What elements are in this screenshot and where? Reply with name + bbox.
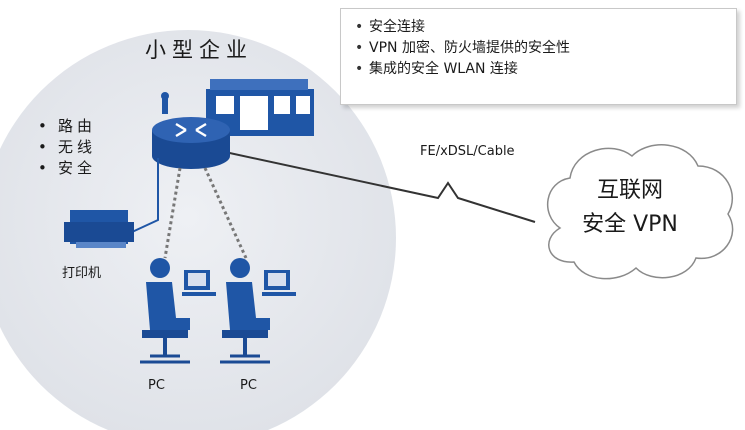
cloud-icon — [546, 144, 734, 280]
pc-label-1: PC — [148, 378, 165, 393]
office-circle — [0, 30, 396, 430]
printer-icon — [64, 210, 134, 248]
pc-user-icon — [220, 258, 296, 364]
cloud-line-1: 互联网 — [596, 178, 663, 203]
cloud-line-2: 安全 VPN — [582, 212, 678, 237]
printer-cable — [131, 158, 159, 233]
printer-label: 打印机 — [62, 266, 102, 281]
wireless-link-icon — [203, 167, 248, 259]
cloud-label: 互联网 安全 VPN — [560, 174, 700, 242]
feature-callout: •安全连接 •VPN 加密、防火墙提供的安全性 •集成的安全 WLAN 连接 — [340, 8, 737, 105]
feature-item: •安全 — [38, 159, 97, 177]
office-features: •路由 •无线 •安全 — [38, 116, 96, 179]
feature-item: •路由 — [38, 117, 97, 135]
office-title: 小型企业 — [145, 38, 253, 62]
link-label: FE/xDSL/Cable — [420, 144, 515, 159]
pc-user-icon — [140, 258, 216, 364]
feature-item: •无线 — [38, 138, 97, 156]
callout-item: •集成的安全 WLAN 连接 — [355, 61, 518, 77]
wan-link-line — [224, 151, 536, 223]
pc-label-2: PC — [240, 378, 257, 393]
router-icon — [152, 92, 230, 169]
callout-item: •VPN 加密、防火墙提供的安全性 — [355, 40, 570, 56]
callout-item: •安全连接 — [355, 19, 425, 35]
